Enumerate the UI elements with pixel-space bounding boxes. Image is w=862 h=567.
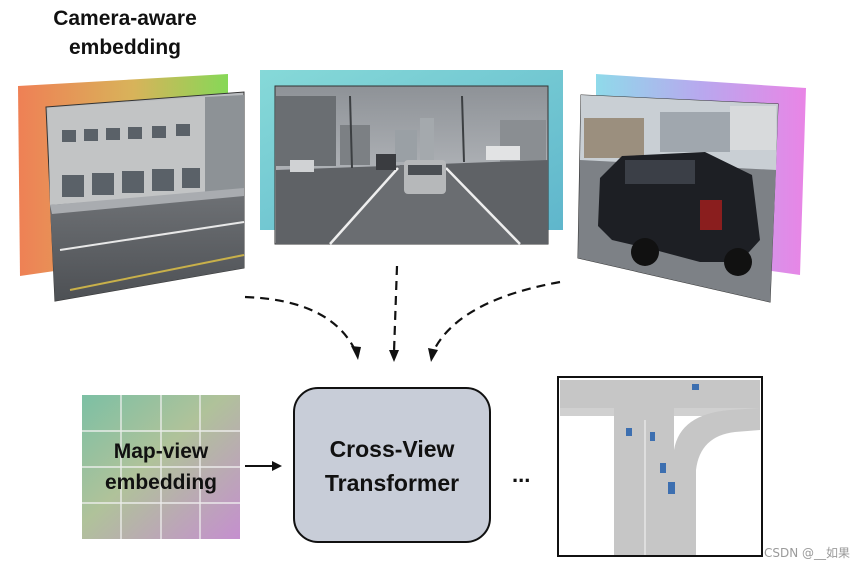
- bev-output-map: [557, 376, 763, 557]
- map-to-transformer-arrow: [245, 461, 282, 471]
- cross-view-transformer-box: [293, 387, 491, 543]
- arrowheads: [351, 346, 438, 362]
- camera-embedding-title: Camera-aware embedding: [53, 7, 197, 59]
- right-camera-image: [577, 94, 779, 303]
- cross-view-transformer-label: Cross-View Transformer: [324, 436, 460, 496]
- map-view-embedding-grid: [82, 395, 240, 539]
- ellipsis: ...: [512, 462, 531, 487]
- center-camera-image: [274, 85, 549, 245]
- map-view-embedding-label: Map-view embedding: [104, 440, 217, 494]
- camera-to-transformer-arrows: [244, 265, 561, 353]
- bev-vehicles: [626, 384, 699, 494]
- watermark: CSDN @__如果: [763, 546, 850, 560]
- left-camera-image: [45, 91, 245, 302]
